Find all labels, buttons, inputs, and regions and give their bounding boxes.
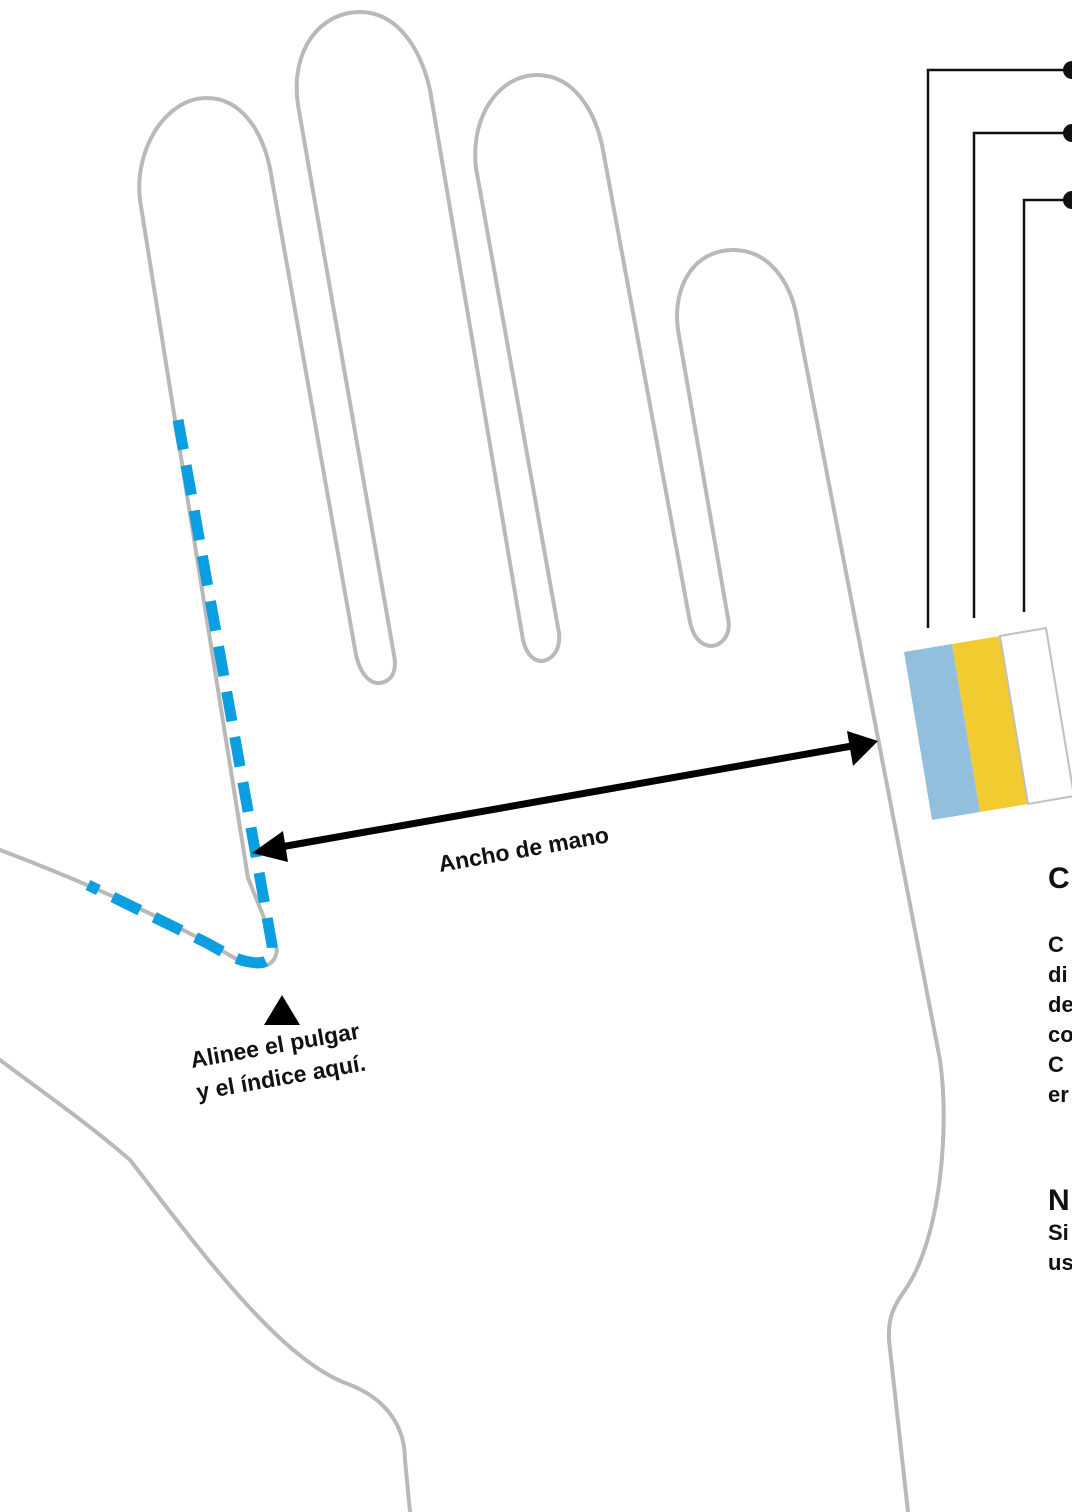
hand-width-label: Ancho de mano (436, 821, 610, 877)
leader-line-1 (928, 70, 1068, 628)
arrowhead-right-icon (847, 731, 878, 766)
pinky-finger-outline (677, 250, 940, 1060)
side-paragraph-1-line-2: di (1048, 962, 1068, 987)
side-paragraph-1-line-1: C (1048, 932, 1064, 957)
side-heading-2: N (1048, 1184, 1070, 1217)
side-paragraph-1-line-4: co (1048, 1022, 1072, 1047)
leader-dot-2-icon (1063, 124, 1072, 142)
ring-finger-outline (475, 75, 728, 646)
thumb-lower-outline (0, 1060, 410, 1512)
align-pointer-triangle-icon (264, 995, 300, 1025)
leader-dot-3-icon (1063, 191, 1072, 209)
alignment-guide-dashed-line (88, 420, 272, 963)
leader-dot-1-icon (1063, 61, 1072, 79)
side-heading-1: C (1048, 862, 1070, 895)
leader-line-2 (974, 133, 1068, 618)
index-finger-outline (139, 98, 395, 878)
side-panel: C C di de co C er N Si us (1048, 862, 1072, 1275)
side-paragraph-1-line-6: er (1048, 1082, 1069, 1107)
color-swatches (904, 628, 1072, 820)
side-paragraph-1-line-3: de (1048, 992, 1072, 1017)
leader-lines (928, 61, 1072, 628)
side-paragraph-1-line-5: C (1048, 1052, 1064, 1077)
side-paragraph-2-line-1: Si (1048, 1220, 1069, 1245)
palm-edge-outline (889, 1060, 944, 1512)
leader-line-3 (1024, 200, 1068, 612)
side-paragraph-2-line-2: us (1048, 1250, 1072, 1275)
middle-finger-outline (297, 12, 560, 661)
